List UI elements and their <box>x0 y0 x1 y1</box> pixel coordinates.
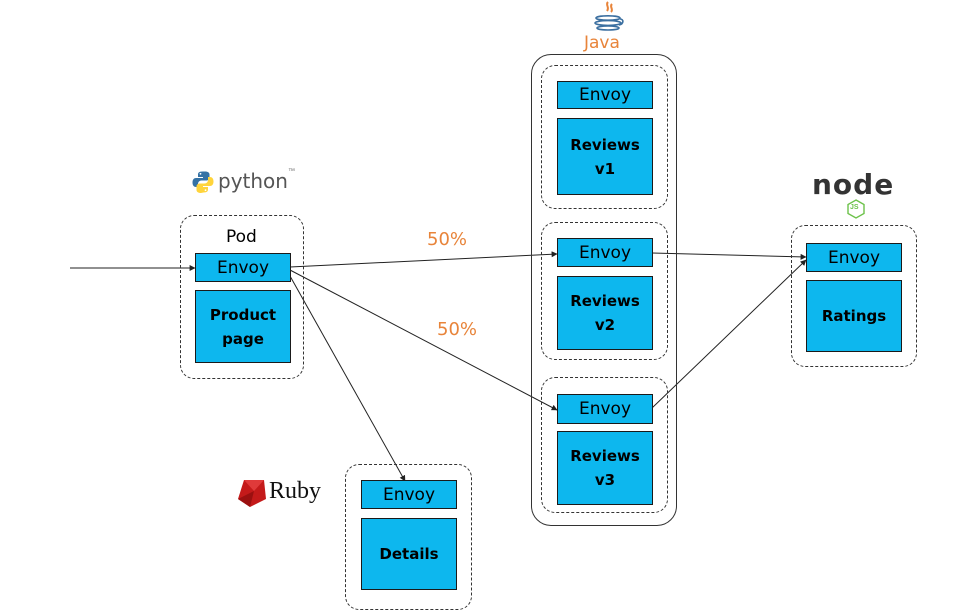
details-envoy: Envoy <box>361 480 457 509</box>
reviews-v1-service: Reviews v1 <box>557 118 653 195</box>
details-service: Details <box>361 518 457 590</box>
productpage-envoy: Envoy <box>195 253 291 282</box>
java-cup-icon <box>594 1 624 31</box>
reviews-v3-service: Reviews v3 <box>557 431 653 505</box>
traffic-split-v2: 50% <box>427 229 468 250</box>
reviews-v2-service: Reviews v2 <box>557 276 653 350</box>
arrow-reviews-v2-to-ratings <box>651 252 807 260</box>
arrow-reviews-v3-to-ratings <box>651 259 807 409</box>
java-logo: Java <box>583 0 633 53</box>
reviews-v2-pod <box>541 222 668 360</box>
ruby-gem-icon <box>238 480 266 507</box>
arrow-productpage-to-reviews-v3 <box>289 269 558 411</box>
reviews-v1-pod <box>541 65 668 209</box>
reviews-v3-pod <box>541 377 668 513</box>
ratings-envoy: Envoy <box>806 243 902 272</box>
ratings-service: Ratings <box>806 280 902 352</box>
reviews-java-group <box>531 54 677 526</box>
arrow-productpage-to-reviews-v2 <box>289 251 558 268</box>
reviews-v1-envoy: Envoy <box>557 81 653 109</box>
ruby-logo: Ruby <box>236 477 336 511</box>
python-trademark: ™ <box>288 168 295 175</box>
reviews-v2-envoy: Envoy <box>557 238 653 267</box>
traffic-split-v3: 50% <box>437 319 478 340</box>
arrow-productpage-to-details <box>289 275 406 482</box>
ratings-pod <box>791 225 917 367</box>
pod-label: Pod <box>226 227 257 247</box>
productpage-service: Product page <box>195 290 291 363</box>
reviews-v3-envoy: Envoy <box>557 394 653 424</box>
node-logo: node JS <box>812 168 896 220</box>
python-icon <box>192 171 214 193</box>
ruby-wordmark: Ruby <box>269 478 322 504</box>
python-logo: python ™ <box>191 168 301 196</box>
python-wordmark: python <box>218 169 288 193</box>
node-hexagon-icon <box>847 199 865 219</box>
node-js-label: JS <box>850 204 859 211</box>
node-wordmark: node <box>812 168 895 201</box>
java-wordmark: Java <box>584 33 620 53</box>
productpage-pod <box>180 215 304 379</box>
